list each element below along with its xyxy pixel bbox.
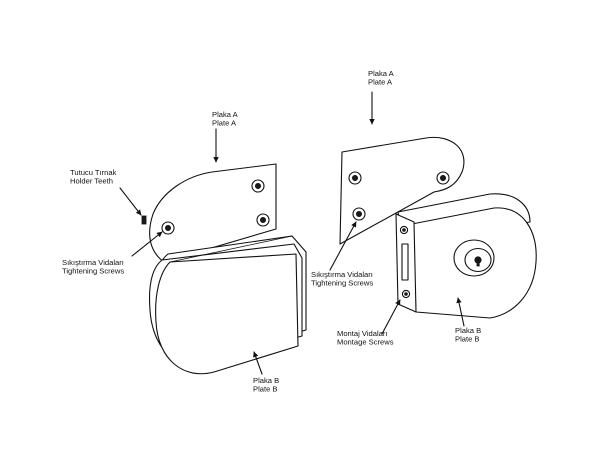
left-plate-b-top-edge: [169, 235, 293, 263]
screw-head-icon: [401, 289, 411, 299]
right-tightening-screws-label: Sıkıştırma Vidaları Tightening Screws: [311, 270, 375, 288]
left-assembly: [141, 163, 307, 375]
screw-head-icon: [256, 213, 270, 227]
screw-head-icon: [251, 179, 265, 193]
right-plate-a: [339, 136, 465, 245]
screw-head-icon: [352, 207, 366, 221]
arrow-icon: [456, 297, 465, 327]
left-plate-b-label: Plaka B Plate B: [253, 376, 281, 394]
screw-head-icon: [399, 225, 409, 235]
holder-teeth: [141, 215, 147, 225]
arrow-icon: [329, 221, 357, 271]
left-plate-b-front: [155, 253, 299, 375]
mounting-screws-label: Montaj Vidaları Montage Screws: [337, 329, 394, 347]
keyhole-icon: [453, 239, 495, 277]
holder-teeth-label: Tutucu Tırnak Holder Teeth: [70, 168, 119, 186]
arrow-icon: [253, 351, 263, 375]
right-plate-b-slot: [401, 243, 409, 281]
screw-head-icon: [348, 171, 362, 185]
arrow-icon: [131, 231, 163, 257]
labels: Plaka A Plate A Tutucu Tırnak Holder Tee…: [62, 69, 483, 394]
right-plate-b-label: Plaka B Plate B: [455, 326, 483, 344]
left-tightening-screws-label: Sıkıştırma Vidaları Tightening Screws: [62, 258, 126, 276]
screw-head-icon: [436, 171, 450, 185]
left-plate-a-label: Plaka A Plate A: [212, 110, 239, 128]
left-plate-a: [149, 163, 277, 263]
right-assembly: [339, 136, 537, 319]
arrow-icon: [381, 299, 401, 335]
screw-head-icon: [161, 221, 175, 235]
leader-lines: [119, 91, 465, 375]
right-plate-a-label: Plaka A Plate A: [368, 69, 395, 87]
arrow-icon: [119, 187, 142, 216]
